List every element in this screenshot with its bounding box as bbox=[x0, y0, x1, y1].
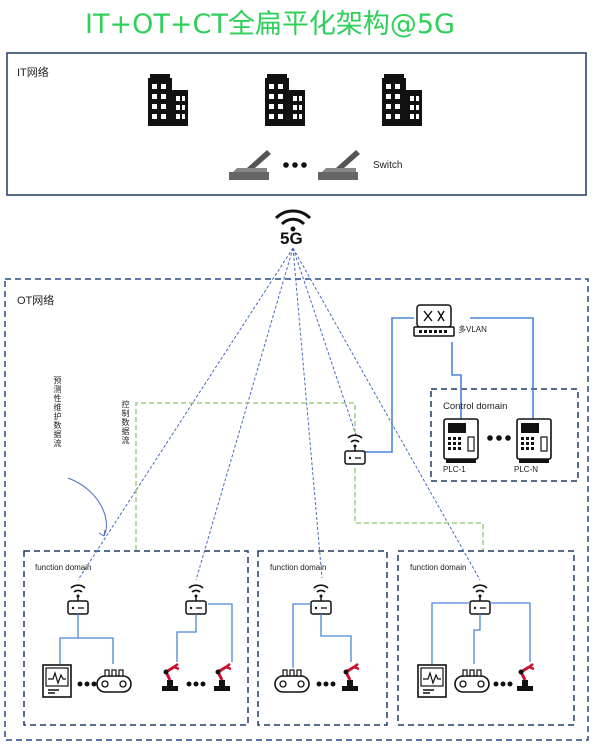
ellipsis-icon bbox=[283, 162, 307, 168]
plc-last-label: PLC-N bbox=[514, 465, 539, 474]
control-flow-label: 控制数据流 bbox=[121, 400, 130, 445]
conveyor-icon bbox=[96, 669, 132, 693]
function-domain-label: function domain bbox=[410, 563, 467, 572]
ot-network-box bbox=[4, 278, 589, 741]
router-icon bbox=[469, 584, 491, 615]
robot-arm-icon bbox=[340, 662, 361, 693]
it-network-label: IT网络 bbox=[17, 67, 49, 79]
robot-arm-icon bbox=[212, 662, 233, 693]
predictive-flow-arrow bbox=[67, 477, 107, 537]
control-domain-label: Control domain bbox=[443, 401, 508, 412]
vlan-switch-icon bbox=[413, 304, 455, 337]
control-flow-path bbox=[135, 402, 484, 550]
conveyor-icon bbox=[454, 669, 490, 693]
diagram-title: IT+OT+CT全扁平化架构@5G bbox=[85, 9, 455, 40]
control-domain-box bbox=[430, 388, 579, 482]
plc-icon bbox=[443, 418, 479, 464]
plc-first-label: PLC-1 bbox=[443, 465, 466, 474]
router-icon bbox=[185, 584, 207, 615]
wired-links bbox=[365, 317, 534, 453]
router-icon bbox=[344, 434, 366, 465]
ellipsis-icon bbox=[77, 681, 97, 687]
function-domain-box-2 bbox=[257, 550, 388, 726]
function-domain-label: function domain bbox=[35, 563, 92, 572]
plc-icon bbox=[516, 418, 552, 464]
function-domain-box-3 bbox=[397, 550, 575, 726]
function-domain-box-1 bbox=[23, 550, 249, 726]
router-icon bbox=[310, 584, 332, 615]
switch-label: Switch bbox=[373, 160, 403, 171]
vlan-label: 多VLAN bbox=[458, 325, 487, 334]
ellipsis-icon bbox=[186, 681, 206, 687]
monitor-icon bbox=[417, 664, 447, 698]
monitor-icon bbox=[42, 664, 72, 698]
router-icon bbox=[67, 584, 89, 615]
wireless-signal-icon bbox=[274, 209, 312, 232]
ot-network-label: OT网络 bbox=[17, 295, 55, 307]
ellipsis-icon bbox=[487, 435, 511, 441]
robot-arm-icon bbox=[515, 662, 536, 693]
ellipsis-icon bbox=[316, 681, 336, 687]
conveyor-icon bbox=[274, 669, 310, 693]
ellipsis-icon bbox=[493, 681, 513, 687]
predictive-flow-label: 预测性维护数据流 bbox=[53, 376, 62, 448]
function-domain-label: function domain bbox=[270, 563, 327, 572]
wireless-links bbox=[77, 247, 481, 581]
fiveg-label: 5G bbox=[280, 229, 303, 248]
robot-arm-icon bbox=[160, 662, 181, 693]
